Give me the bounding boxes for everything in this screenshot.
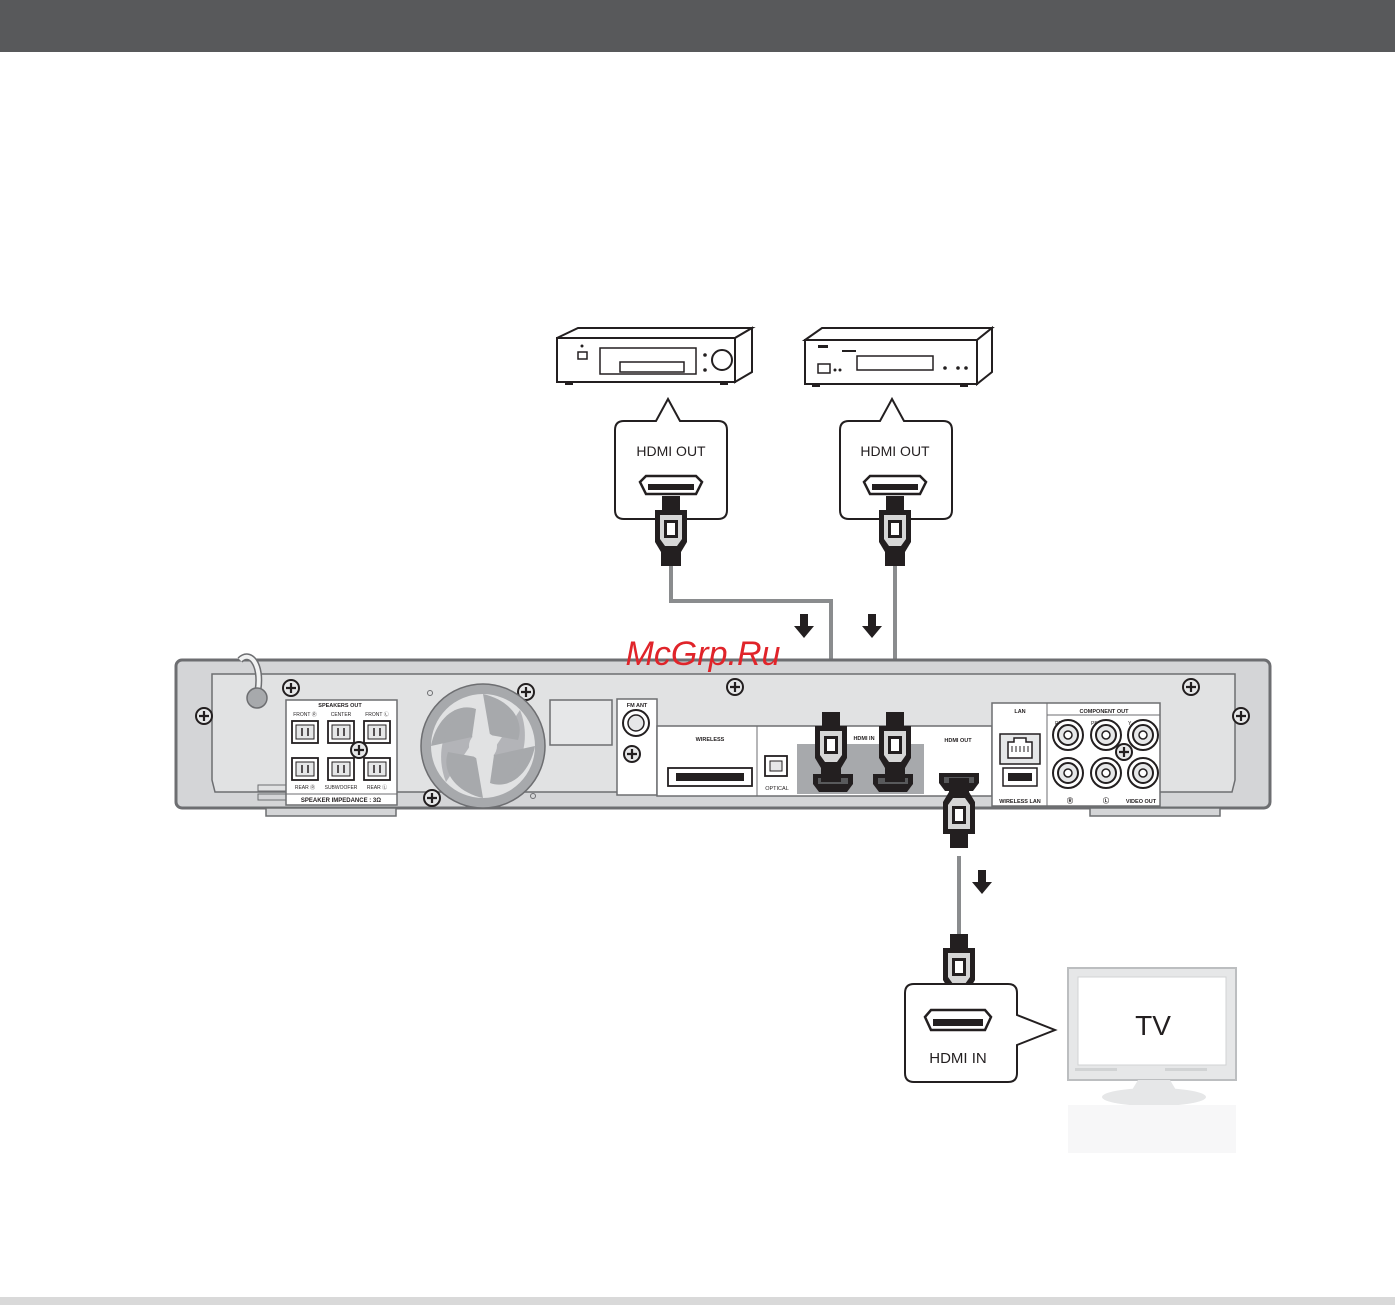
footer-bar	[0, 1297, 1395, 1305]
wireless-lan-label: WIRELESS LAN	[999, 799, 1041, 805]
tv-label: TV	[1135, 1010, 1171, 1041]
rear-l-label: REAR Ⓛ	[367, 784, 387, 791]
audio-r-label: Ⓡ	[1067, 797, 1073, 805]
arrow-down-icon	[794, 614, 814, 638]
video-out-label: VIDEO OUT	[1126, 799, 1157, 805]
television: TV	[1068, 968, 1236, 1153]
front-r-label: FRONT Ⓡ	[293, 711, 317, 718]
cooling-fan	[421, 684, 545, 808]
component-out-label: COMPONENT OUT	[1080, 709, 1130, 715]
fm-ant-label: FM ANT	[627, 703, 648, 709]
front-l-label: FRONT Ⓛ	[365, 711, 389, 718]
hdmi-in-label: HDMI IN	[853, 736, 874, 742]
source-device-2	[805, 328, 992, 387]
hdmi-out-label: HDMI OUT	[944, 738, 972, 744]
callout-tv-hdmi-in: HDMI IN	[905, 984, 1055, 1082]
lan-label: LAN	[1014, 709, 1025, 715]
device-1-port-label: HDMI OUT	[636, 443, 706, 459]
optical-label: OPTICAL	[765, 786, 789, 792]
tv-port-label: HDMI IN	[929, 1050, 987, 1067]
speaker-impedance-label: SPEAKER IMPEDANCE : 3Ω	[301, 798, 381, 804]
audio-l-label: Ⓛ	[1103, 797, 1109, 805]
device-2-port-label: HDMI OUT	[860, 443, 930, 459]
subwoofer-label: SUBWOOFER	[325, 785, 358, 791]
speakers-out-label: SPEAKERS OUT	[318, 703, 362, 709]
watermark-text: McGrp.Ru	[626, 635, 781, 673]
receiver-rear-panel: SPEAKERS OUT FRONT Ⓡ CENTER FRONT Ⓛ REAR…	[176, 657, 1270, 816]
wireless-label: WIRELESS	[696, 737, 725, 743]
arrow-down-icon	[972, 870, 992, 894]
center-label: CENTER	[331, 712, 352, 718]
rear-r-label: REAR Ⓡ	[295, 784, 315, 791]
arrow-down-icon	[862, 614, 882, 638]
source-device-1	[557, 328, 752, 385]
